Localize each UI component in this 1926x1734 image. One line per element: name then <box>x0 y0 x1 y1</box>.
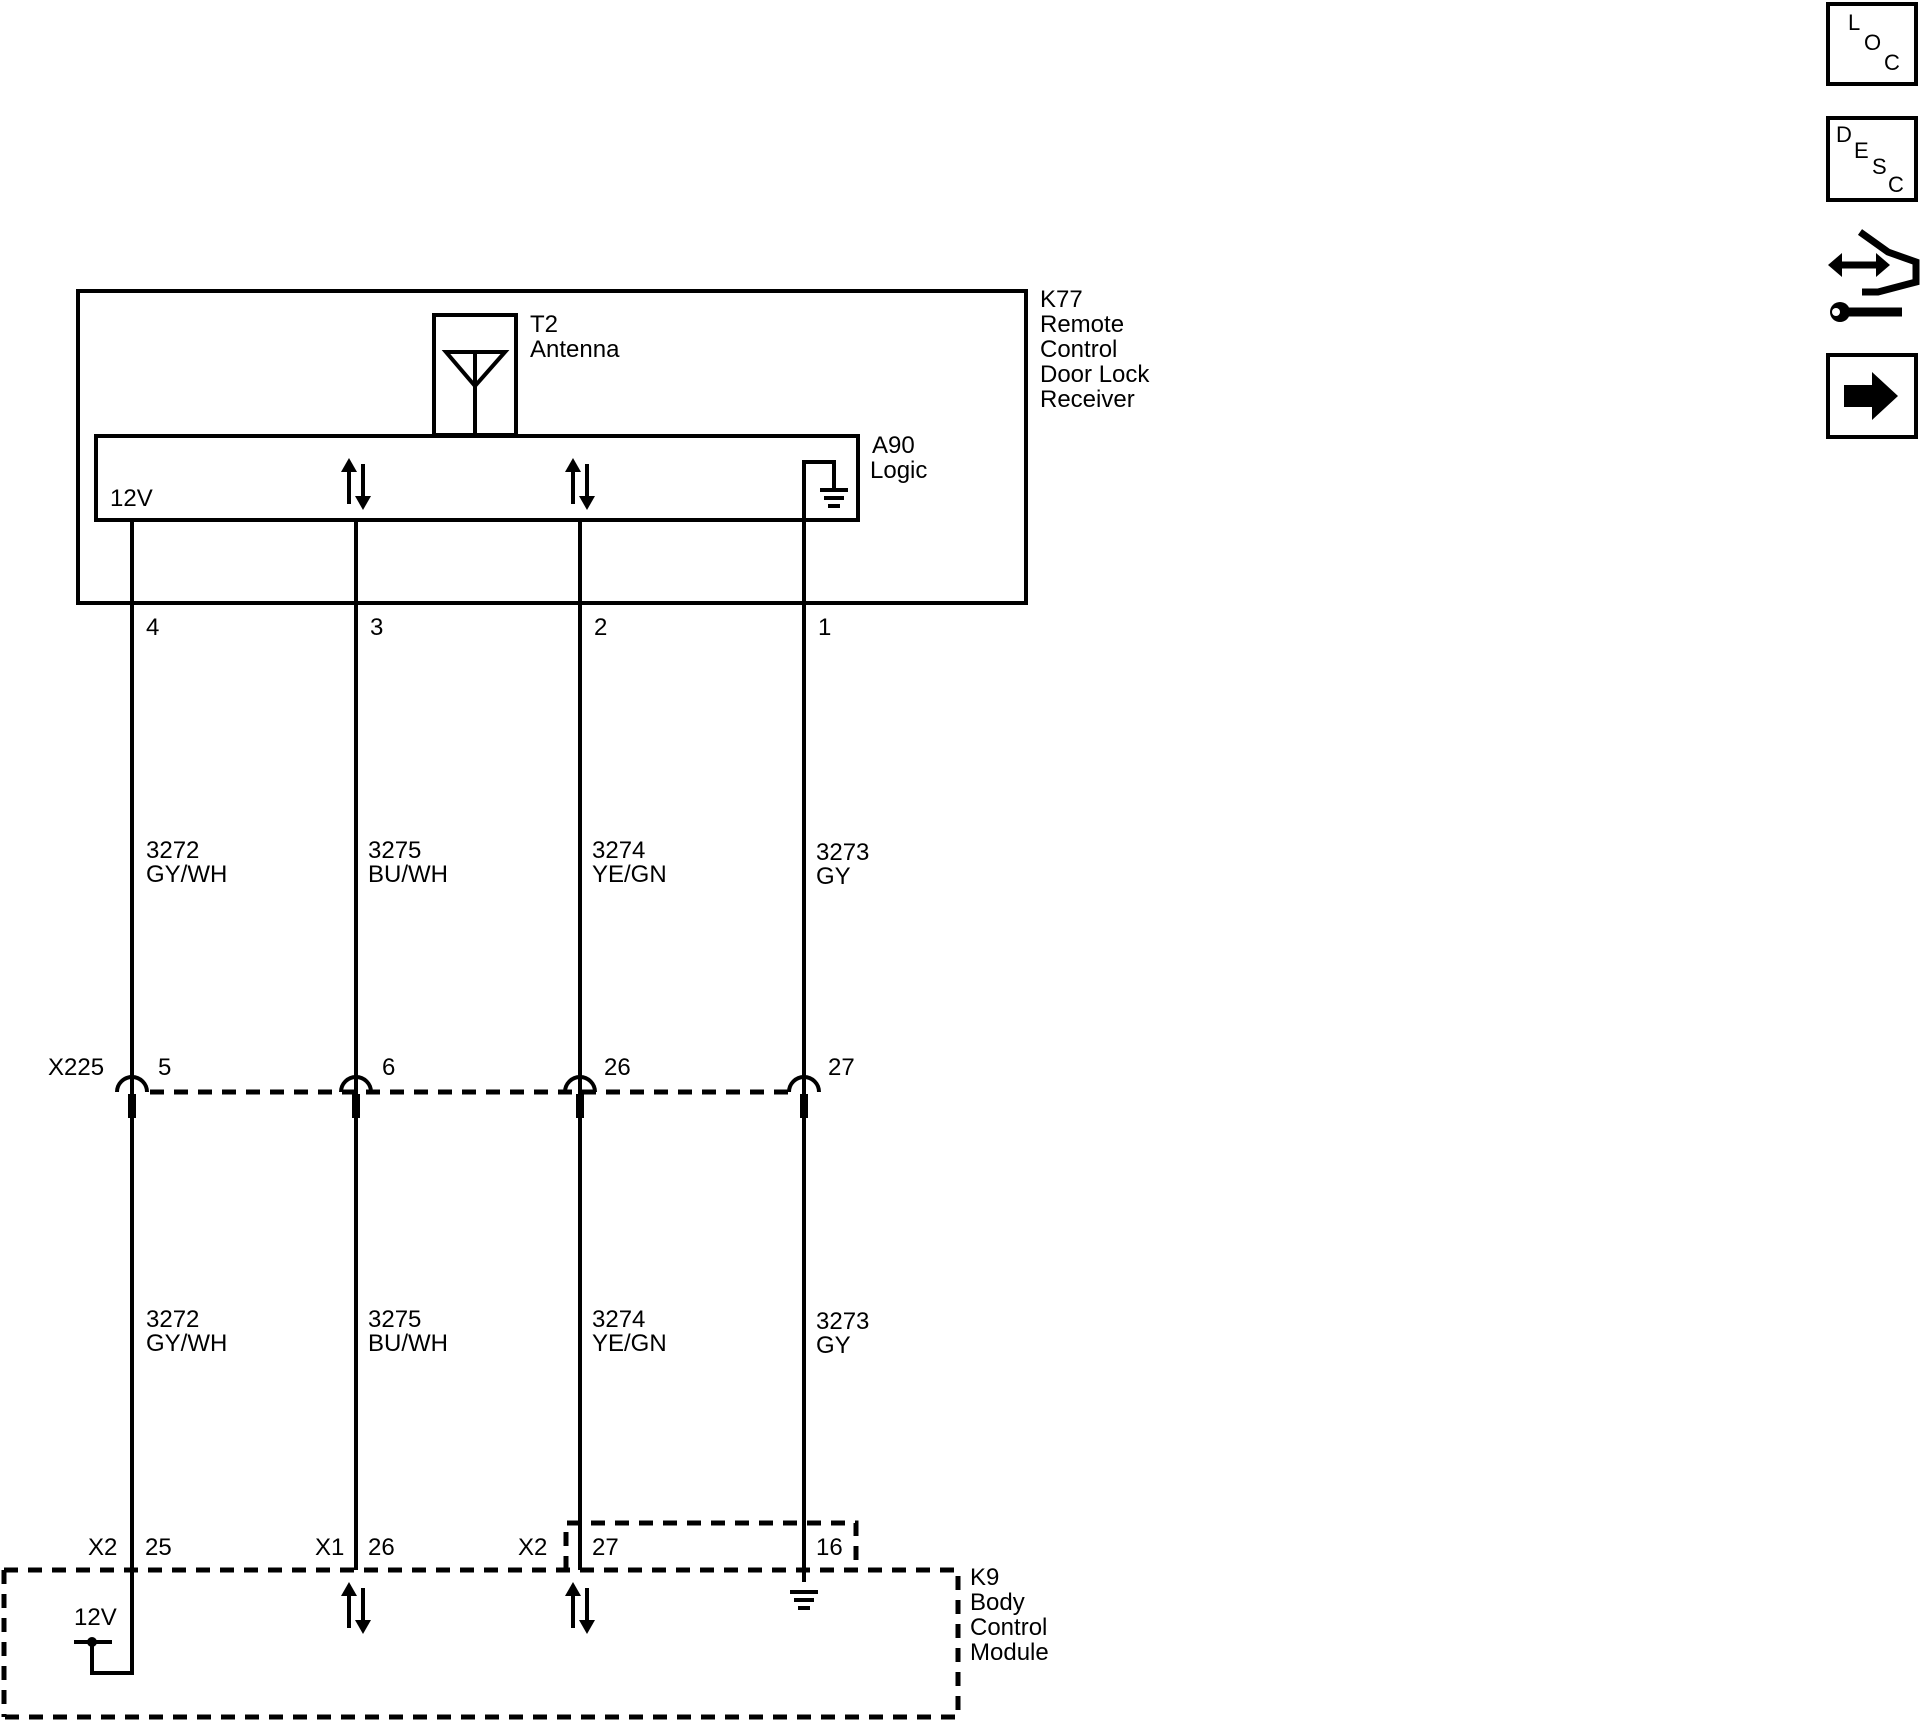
a90-12v-label: 12V <box>110 485 153 512</box>
a90-logic-box <box>94 434 860 522</box>
k77-id: K77 <box>1040 286 1083 313</box>
desc-letter-s: S <box>1872 154 1887 179</box>
k9-id: K9 <box>970 1564 999 1591</box>
k77-pin: 3 <box>370 614 383 641</box>
k9-12v-label: 12V <box>74 1604 117 1631</box>
k9-label-2: Control <box>970 1614 1047 1641</box>
wire-color: GY/WH <box>146 1330 227 1357</box>
wire-color: BU/WH <box>368 861 448 888</box>
wire-color: GY/WH <box>146 861 227 888</box>
a90-ground-icon <box>802 460 848 520</box>
k9-connector-id: X1 <box>315 1534 344 1561</box>
t2-label: Antenna <box>530 336 620 363</box>
k77-module-box <box>76 289 1028 605</box>
k77-pin: 1 <box>818 614 831 641</box>
t2-id: T2 <box>530 311 558 338</box>
circuit-number: 3273 <box>816 1308 869 1335</box>
k9-label-3: Module <box>970 1639 1049 1666</box>
circuit-number: 3275 <box>368 837 421 864</box>
k77-label-2: Control <box>1040 336 1117 363</box>
circuit-number: 3273 <box>816 839 869 866</box>
x225-pin: 26 <box>604 1054 631 1081</box>
wire-color: YE/GN <box>592 1330 667 1357</box>
desc-letter-d: D <box>1836 122 1852 147</box>
connector-tool-icon <box>1828 229 1920 322</box>
x225-pin: 5 <box>158 1054 171 1081</box>
k9-pin: 27 <box>592 1534 619 1561</box>
k77-label-3: Door Lock <box>1040 361 1150 388</box>
bidirectional-arrow-icon <box>339 1580 373 1636</box>
k9-connector-bracket <box>563 1520 859 1570</box>
bidirectional-arrow-icon <box>563 1580 597 1636</box>
desc-letter-c: C <box>1888 172 1904 197</box>
next-arrow-icon <box>1844 372 1898 420</box>
k77-pin: 2 <box>594 614 607 641</box>
k77-pin: 4 <box>146 614 159 641</box>
wire-color: GY <box>816 1332 851 1359</box>
k9-supply-icon <box>74 1637 112 1647</box>
wire-3272 <box>90 520 134 1675</box>
k9-pin: 16 <box>816 1534 843 1561</box>
loc-letter-o: O <box>1864 30 1881 55</box>
next-page-button[interactable] <box>1826 353 1918 439</box>
x225-pin: 27 <box>828 1054 855 1081</box>
wire-color: GY <box>816 863 851 890</box>
k9-pin: 25 <box>145 1534 172 1561</box>
k9-pin: 26 <box>368 1534 395 1561</box>
x225-pin: 6 <box>382 1054 395 1081</box>
t2-antenna <box>432 313 518 437</box>
circuit-number: 3274 <box>592 837 645 864</box>
loc-letter-c: C <box>1884 50 1900 75</box>
bidirectional-arrow-icon <box>563 456 597 512</box>
circuit-number: 3272 <box>146 1306 199 1333</box>
circuit-number: 3275 <box>368 1306 421 1333</box>
location-button[interactable]: L O C <box>1826 2 1918 86</box>
connector-tool-button[interactable] <box>1828 229 1920 322</box>
desc-letter-e: E <box>1854 138 1869 163</box>
circuit-number: 3272 <box>146 837 199 864</box>
a90-label: Logic <box>870 457 927 484</box>
x225-id: X225 <box>48 1054 104 1081</box>
k9-ground-icon <box>790 1590 818 1610</box>
bidirectional-arrow-icon <box>339 456 373 512</box>
k77-label-4: Receiver <box>1040 386 1135 413</box>
circuit-number: 3274 <box>592 1306 645 1333</box>
k9-connector-id: X2 <box>88 1534 117 1561</box>
wire-color: YE/GN <box>592 861 667 888</box>
x225-terminals <box>115 1075 821 1118</box>
loc-letter-l: L <box>1848 10 1860 35</box>
wire-color: BU/WH <box>368 1330 448 1357</box>
k9-connector-id: X2 <box>518 1534 547 1561</box>
k9-label-1: Body <box>970 1589 1025 1616</box>
a90-id: A90 <box>872 432 915 459</box>
k77-label-1: Remote <box>1040 311 1124 338</box>
description-button[interactable]: D E S C <box>1826 116 1918 202</box>
